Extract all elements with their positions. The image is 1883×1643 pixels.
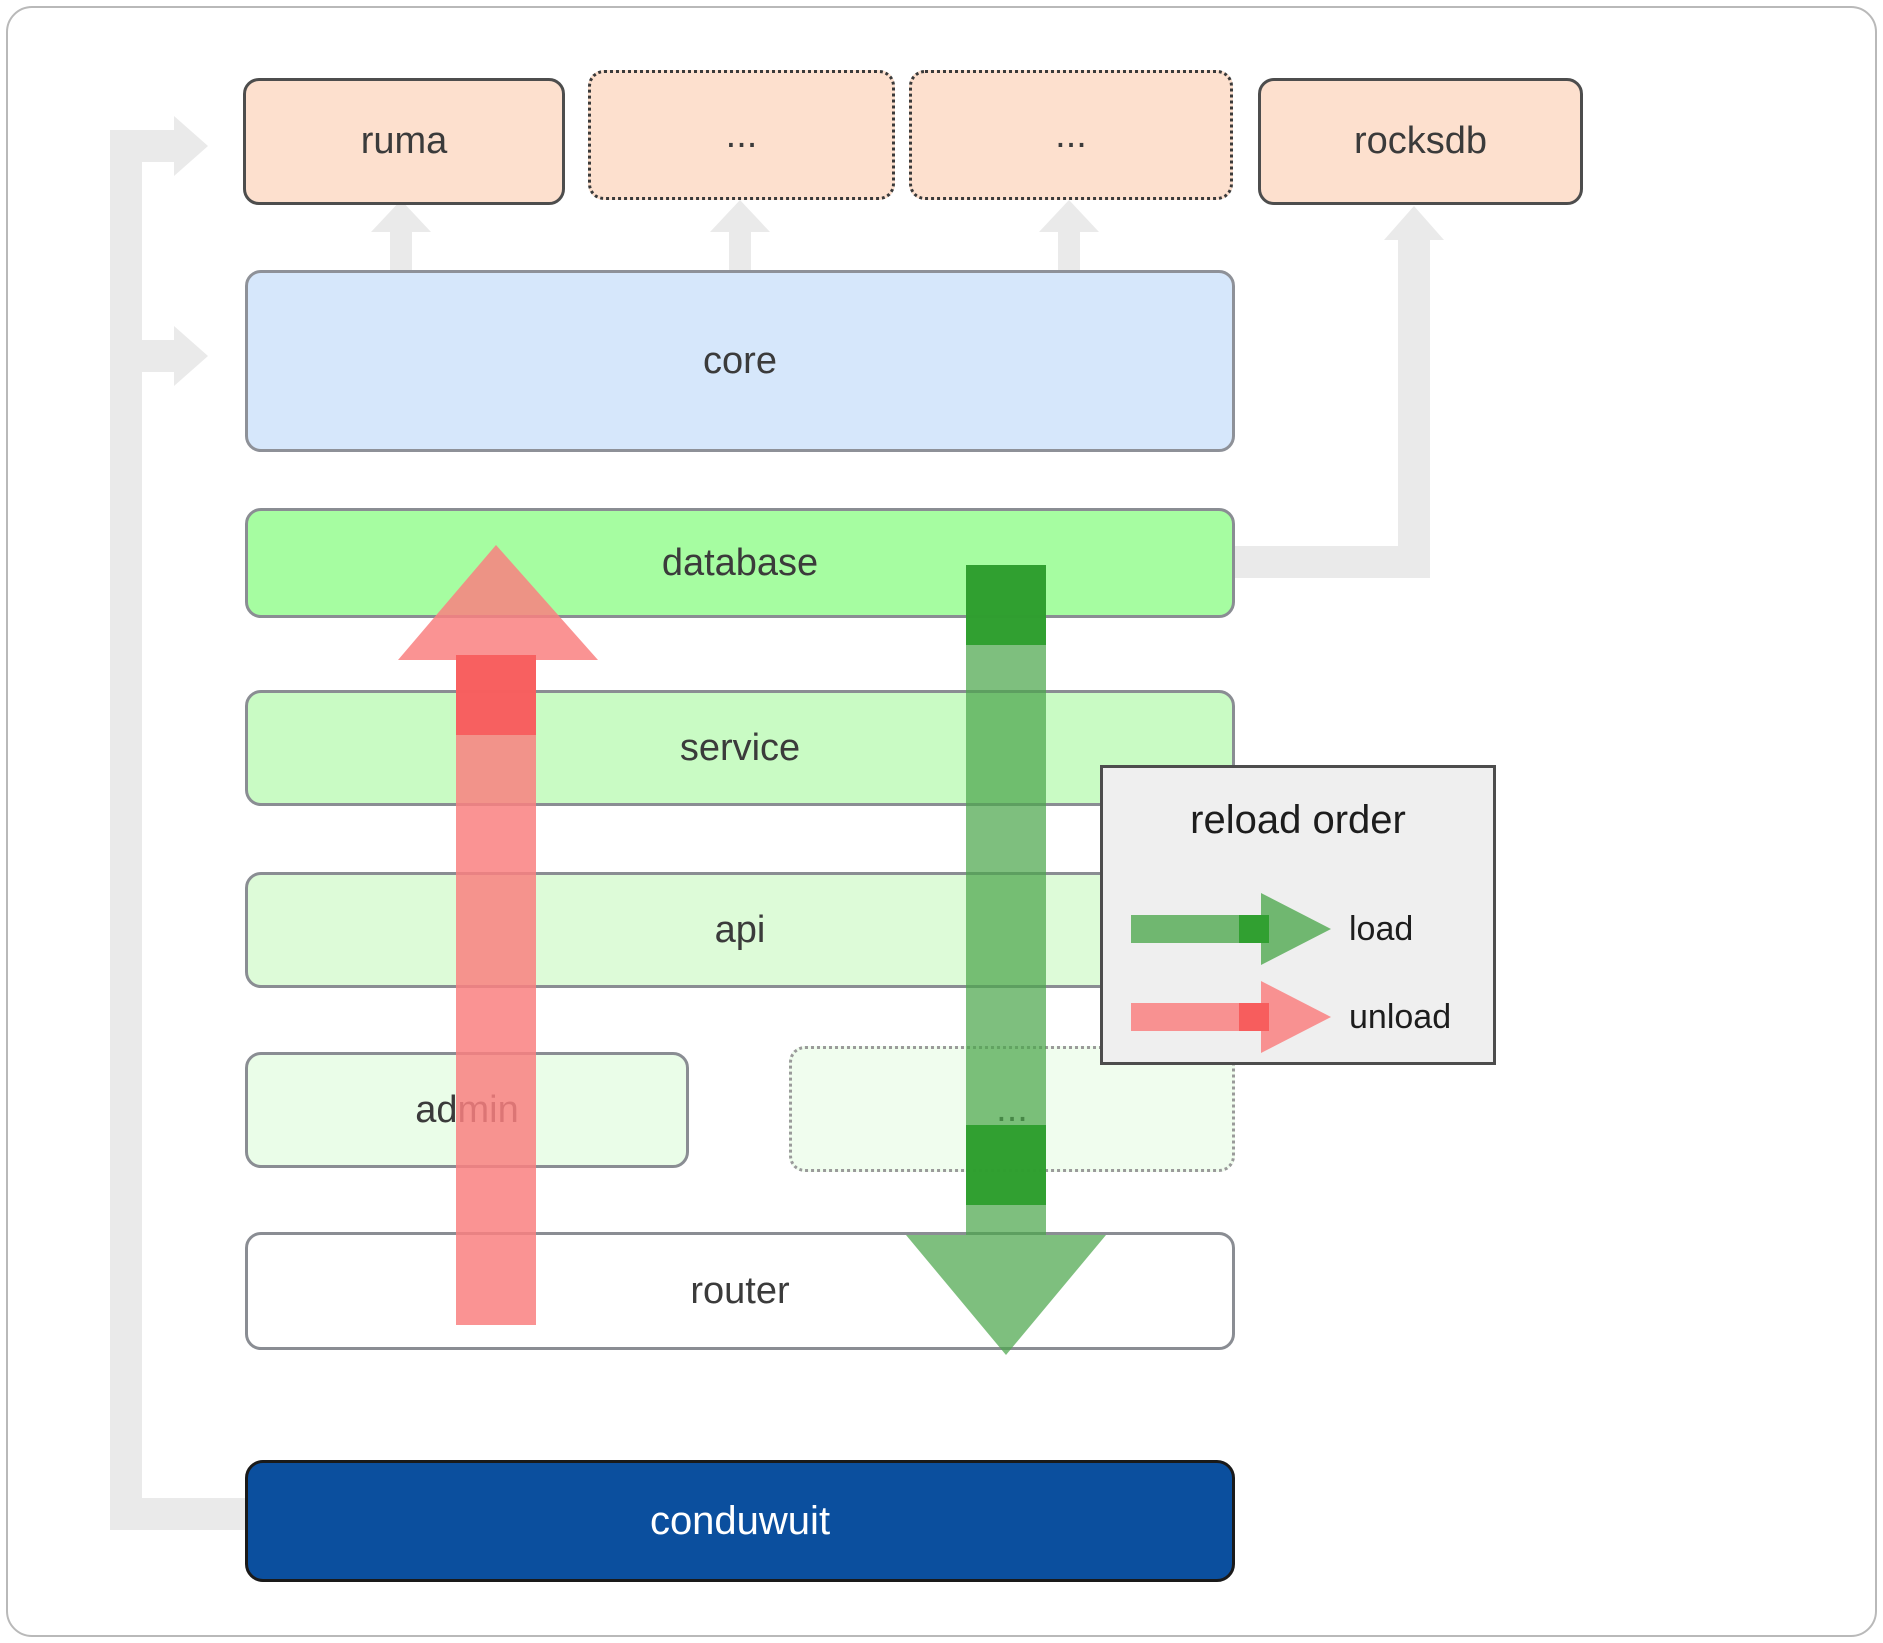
- node-admin-label: admin: [415, 1088, 519, 1131]
- node-dep-placeholder-2-label: ...: [1055, 113, 1087, 156]
- node-dep-placeholder-2[interactable]: ...: [909, 70, 1233, 200]
- legend-unload-label: unload: [1349, 997, 1452, 1036]
- legend-panel: reload order load unload: [1100, 765, 1496, 1065]
- connector-arrow-to-ruma: [174, 116, 208, 176]
- connector-arrow-to-core: [174, 326, 208, 386]
- legend-row-unload: unload: [1131, 981, 1451, 1053]
- node-ruma[interactable]: ruma: [243, 78, 565, 205]
- connector-left-to-core: [110, 340, 182, 372]
- legend-title: reload order: [1190, 798, 1406, 842]
- connector-left-bottom: [110, 1498, 250, 1530]
- core-to-dots2-shaft: [1058, 225, 1080, 275]
- node-router[interactable]: router: [245, 1232, 1235, 1350]
- node-conduwuit[interactable]: conduwuit: [245, 1460, 1235, 1582]
- node-service[interactable]: service: [245, 690, 1235, 806]
- node-dep-placeholder-1-label: ...: [725, 113, 758, 156]
- node-database-label: database: [661, 541, 819, 584]
- node-admin[interactable]: admin: [245, 1052, 689, 1168]
- core-to-dots1-shaft: [729, 225, 751, 275]
- node-api-label: api: [714, 908, 766, 951]
- core-to-dots1-head: [710, 200, 770, 232]
- node-conduwuit-label: conduwuit: [649, 1498, 831, 1543]
- core-to-ruma-shaft: [390, 225, 412, 275]
- core-to-ruma-head: [371, 200, 431, 232]
- legend-load-arrow-icon: [1131, 893, 1331, 965]
- node-api[interactable]: api: [245, 872, 1235, 988]
- legend-unload-arrow-icon: [1131, 981, 1331, 1053]
- core-to-dots2-head: [1039, 200, 1099, 232]
- node-core[interactable]: core: [245, 270, 1235, 452]
- connector-right-horizontal: [1232, 546, 1412, 578]
- legend-load-label: load: [1349, 909, 1414, 948]
- node-ruma-label: ruma: [360, 120, 448, 162]
- node-stack-placeholder-label: ...: [996, 1087, 1028, 1130]
- node-router-label: router: [690, 1269, 790, 1312]
- node-rocksdb[interactable]: rocksdb: [1258, 78, 1583, 205]
- node-database[interactable]: database: [245, 508, 1235, 618]
- legend-row-load: load: [1131, 893, 1413, 965]
- connector-right-trunk: [1398, 240, 1430, 578]
- node-rocksdb-label: rocksdb: [1353, 120, 1488, 162]
- connector-arrow-to-rocksdb: [1384, 206, 1444, 240]
- connector-left-to-ruma: [110, 130, 182, 162]
- node-core-label: core: [703, 339, 777, 382]
- node-service-label: service: [679, 726, 801, 769]
- diagram-frame: [6, 6, 1877, 1637]
- node-dep-placeholder-1[interactable]: ...: [588, 70, 895, 200]
